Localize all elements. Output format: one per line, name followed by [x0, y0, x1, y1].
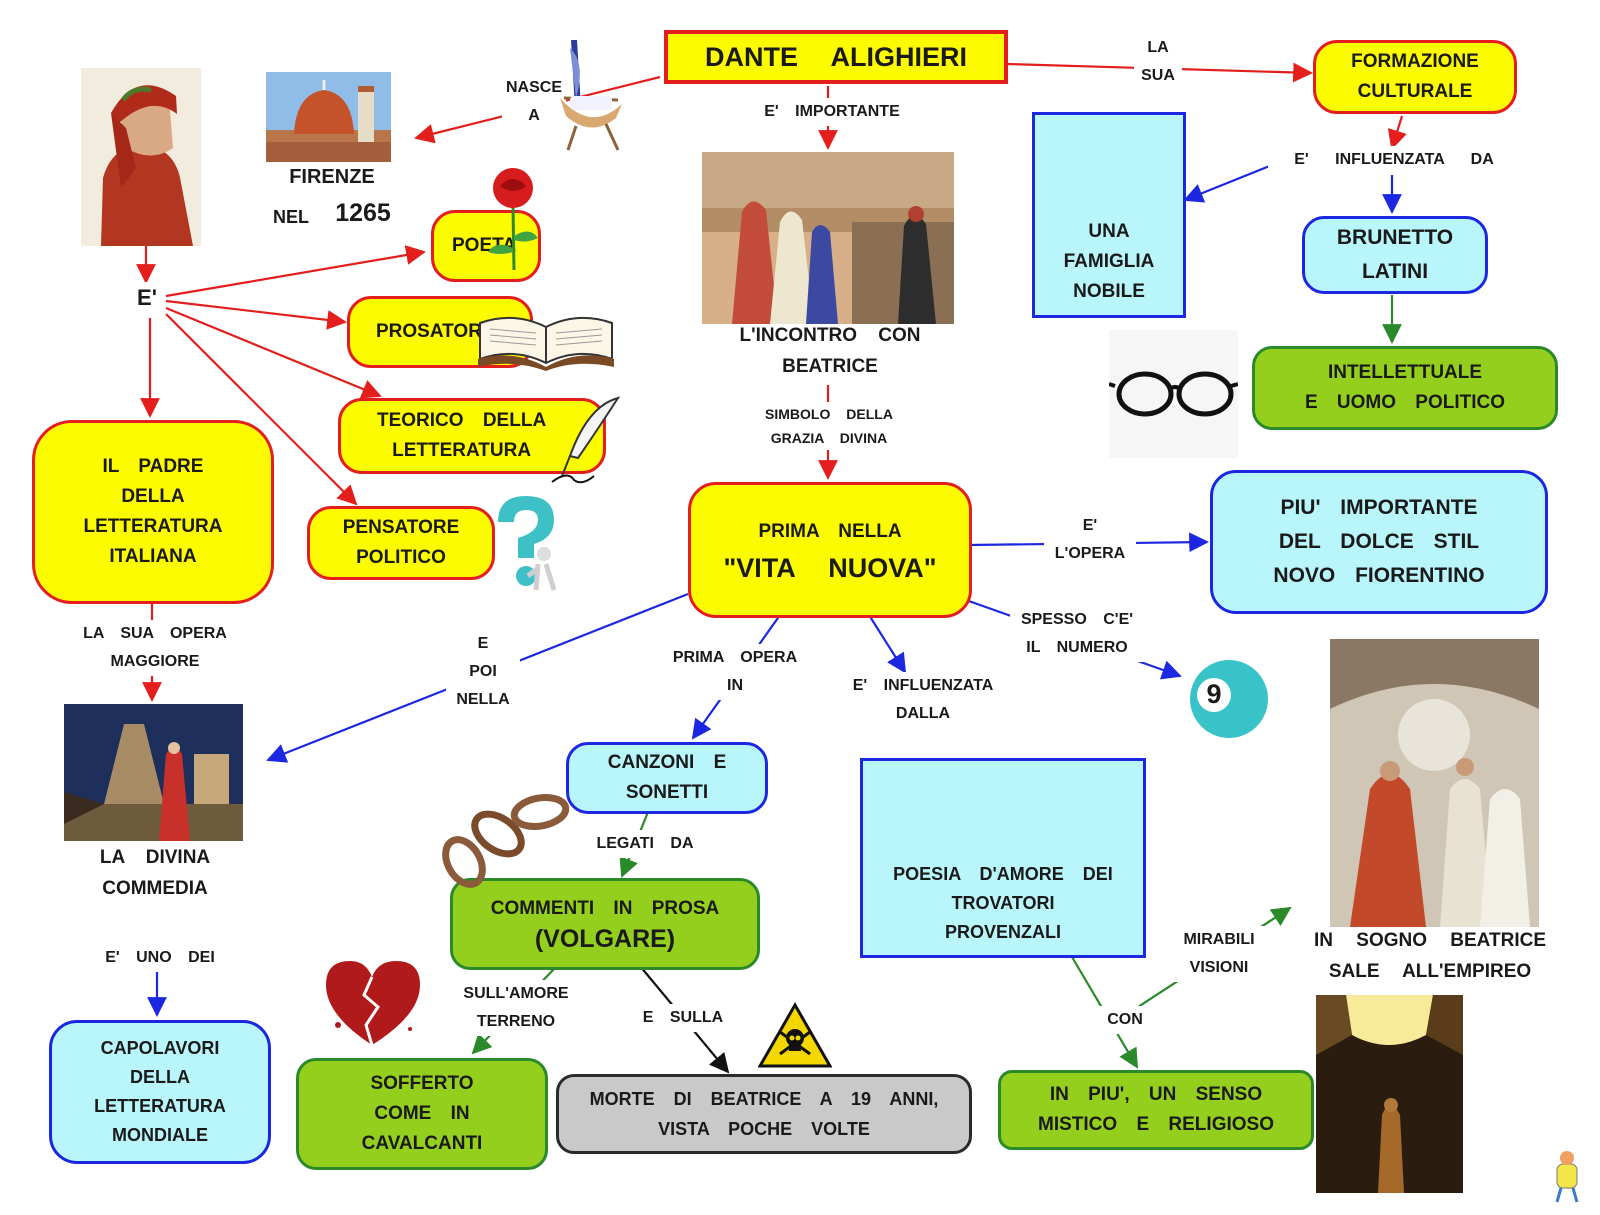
- famiglia-node: UNA FAMIGLIA NOBILE: [1032, 112, 1186, 318]
- year-label: 1265: [335, 199, 391, 227]
- firenze-label: FIRENZE: [289, 166, 375, 188]
- link-e-teorico: [165, 306, 382, 399]
- teorico-node: TEORICO DELLA LETTERATURA: [338, 398, 606, 474]
- book-icon: [476, 303, 616, 371]
- link-label-influenzata-dalla: E' INFLUENZATA DALLA: [826, 672, 1020, 728]
- poesia-text: POESIA D'AMORE DEI TROVATORI PROVENZALI: [893, 864, 1113, 942]
- mascot-icon: [1547, 1148, 1587, 1206]
- broken-heart-icon: [320, 955, 430, 1051]
- intellettuale-node: INTELLETTUALE E UOMO POLITICO: [1252, 346, 1558, 430]
- link-label-prima-opera: PRIMA OPERA IN: [660, 644, 810, 700]
- cradle-icon: [556, 38, 626, 158]
- link-label-amore-terreno: SULL'AMORE TERRENO: [454, 980, 578, 1036]
- morte-node: MORTE DI BEATRICE A 19 ANNI, VISTA POCHE…: [556, 1074, 972, 1154]
- padre-node: IL PADRE DELLA LETTERATURA ITALIANA: [32, 420, 274, 604]
- link-formazione-down: [1387, 115, 1407, 150]
- link-e-prosatore: [165, 299, 347, 330]
- prima-nella-text: PRIMA NELLA: [758, 521, 902, 542]
- link-label-e-lopera: E' L'OPERA: [1044, 512, 1136, 568]
- link-label-opera-maggiore: LA SUA OPERA MAGGIORE: [60, 620, 250, 676]
- nel-label: NEL: [273, 207, 309, 227]
- divina-label: LA DIVINA COMMEDIA: [99, 847, 211, 899]
- vita-nuova-node: PRIMA NELLA "VITA NUOVA": [688, 482, 972, 618]
- rose-icon: [480, 166, 546, 271]
- florence-cathedral-photo: [266, 72, 391, 162]
- link-label-la-sua: LA SUA: [1134, 34, 1182, 90]
- incontro-label: L'INCONTRO CON BEATRICE: [739, 325, 921, 377]
- link-label-spesso: SPESSO C'E' IL NUMERO: [1010, 606, 1144, 662]
- link-label-e-poi-nella: E POI NELLA: [446, 630, 520, 714]
- chain-icon: [440, 788, 580, 888]
- link-famiglia: [1183, 163, 1273, 203]
- statue-photo: [1316, 995, 1463, 1193]
- link-label-uno-dei: E' UNO DEI: [88, 944, 232, 972]
- thinker-question-icon: [488, 492, 564, 596]
- capolavori-node: CAPOLAVORI DELLA LETTERATURA MONDIALE: [49, 1020, 271, 1164]
- title-box: DANTE ALIGHIERI: [664, 30, 1008, 84]
- commenti-node: COMMENTI IN PROSA (VOLGARE): [450, 878, 760, 970]
- link-e-pensatore: [165, 313, 358, 506]
- mistico-node: IN PIU', UN SENSO MISTICO E RELIGIOSO: [998, 1070, 1314, 1150]
- e-is-label: E': [130, 282, 164, 313]
- poesia-node: POESIA D'AMORE DEI TROVATORI PROVENZALI: [860, 758, 1146, 958]
- link-label-influenzata-da: E' INFLUENZATA DA: [1268, 146, 1520, 174]
- link-label-legati: LEGATI DA: [578, 830, 712, 858]
- billiard-ball-icon: [1188, 658, 1270, 740]
- dolce-stil-node: PIU' IMPORTANTE DEL DOLCE STIL NOVO FIOR…: [1210, 470, 1548, 614]
- commenti-line1: COMMENTI IN PROSA: [490, 898, 720, 919]
- link-label-e-sulla: E SULLA: [628, 1004, 738, 1032]
- link-trovatori: [868, 614, 907, 674]
- sofferto-node: SOFFERTO COME IN CAVALCANTI: [296, 1058, 548, 1170]
- beatrice-meeting-painting: [702, 152, 954, 324]
- brunetto-node: BRUNETTO LATINI: [1302, 216, 1488, 294]
- nine-label: 9: [1206, 679, 1222, 709]
- link-label-importante: E' IMPORTANTE: [730, 98, 934, 126]
- link-label-nasce: NASCE A: [502, 74, 566, 130]
- commenti-line2: (VOLGARE): [534, 925, 676, 953]
- link-e-poeta: [165, 245, 426, 298]
- quill-icon: [548, 396, 622, 488]
- link-label-mirabili: MIRABILI VISIONI: [1174, 926, 1264, 982]
- pensatore-node: PENSATORE POLITICO: [307, 506, 495, 580]
- link-label-simbolo: SIMBOLO DELLA GRAZIA DIVINA: [752, 402, 906, 450]
- skull-warning-icon: [757, 1001, 833, 1068]
- link-label-con: CON: [1100, 1006, 1150, 1034]
- divine-comedy-painting: [64, 704, 243, 841]
- famiglia-text: UNA FAMIGLIA NOBILE: [1063, 221, 1155, 302]
- dante-portrait: [81, 68, 201, 246]
- vita-nuova-text: "VITA NUOVA": [723, 553, 937, 583]
- sogno-label: IN SOGNO BEATRICE SALE ALL'EMPIREO: [1314, 930, 1546, 982]
- canzoni-node: CANZONI E SONETTI: [566, 742, 768, 814]
- empyrean-fresco: [1330, 639, 1539, 927]
- poeta-node: POETA: [431, 210, 541, 282]
- formazione-node: FORMAZIONE CULTURALE: [1313, 40, 1517, 114]
- glasses-icon: [1109, 330, 1238, 458]
